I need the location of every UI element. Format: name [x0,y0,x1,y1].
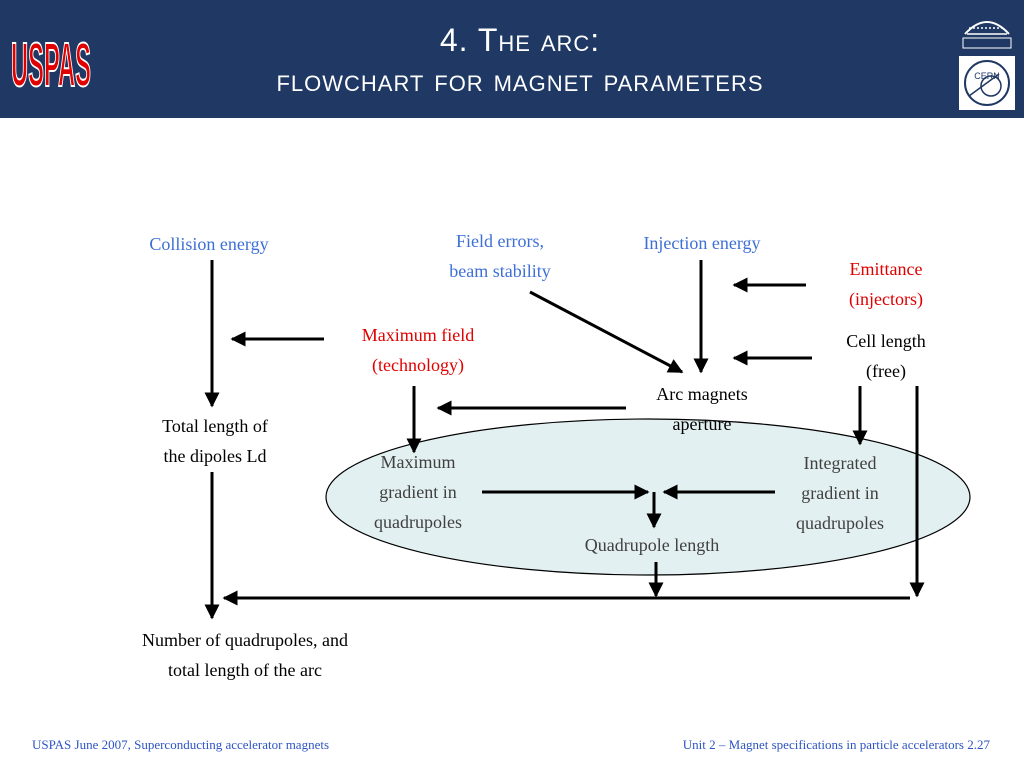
slide-title-line1: 4. The arc: [439,22,601,58]
arc-magnets-aperture-label: Arc magnets aperture [656,384,748,434]
svg-text:USPAS: USPAS [11,31,91,100]
cern-logo: CERN [959,56,1015,110]
cell-length-label: Cell length (free) [846,331,926,381]
integrated-gradient-label: Integrated gradient in quadrupoles [796,453,884,533]
field-errors-label: Field errors, beam stability [449,231,551,281]
uspas-logo: USPAS [10,30,92,101]
arrow-field-errors-to-aperture [529,290,684,374]
number-of-quadrupoles-label: Number of quadrupoles, and total length … [142,630,348,680]
emittance-label: Emittance (injectors) [849,259,923,309]
quadrupole-length-label: Quadrupole length [584,535,720,555]
maximum-gradient-label: Maximum gradient in quadrupoles [374,452,462,532]
total-length-dipoles-label: Total length of the dipoles Ld [162,416,268,466]
slide-header [0,0,1024,118]
berkeley-lab-logo [962,21,1012,49]
svg-text:CERN: CERN [974,71,1000,81]
maximum-field-label: Maximum field (technology) [361,325,475,375]
injection-energy-label: Injection energy [643,233,761,253]
lab-logos: CERN [959,21,1015,110]
footer-left: USPAS June 2007, Superconducting acceler… [32,737,330,752]
collision-energy-label: Collision energy [149,234,269,254]
footer-right: Unit 2 – Magnet specifications in partic… [682,737,990,752]
slide-title-line2: flowchart for magnet parameters [276,62,764,98]
